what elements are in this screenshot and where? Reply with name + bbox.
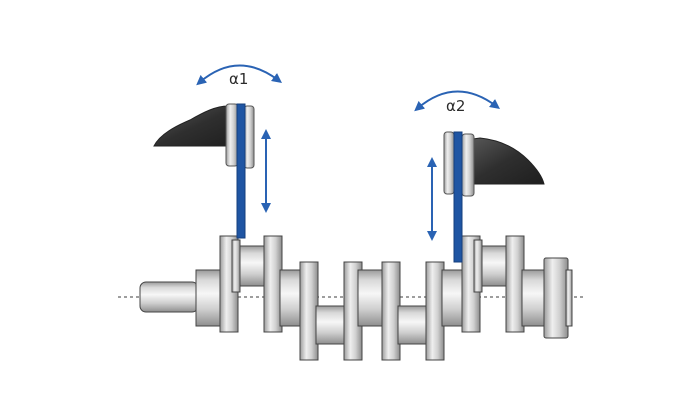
alpha2-label: α2 xyxy=(446,97,465,115)
left-belt xyxy=(236,103,246,239)
left-probe xyxy=(153,103,255,239)
pin-collar-1a xyxy=(231,239,241,293)
crank-web-5 xyxy=(381,261,401,361)
crank-web-6 xyxy=(425,261,445,361)
right-rotation-arrow xyxy=(414,90,501,112)
crankshaft xyxy=(139,235,573,361)
crank-web-2 xyxy=(263,235,283,333)
main-journal-3 xyxy=(357,269,385,327)
crank-web-8 xyxy=(505,235,525,333)
right-probe-hub xyxy=(443,131,455,195)
main-journal-5 xyxy=(521,269,547,327)
rear-flange-lip xyxy=(565,269,573,327)
left-probe-arm xyxy=(153,105,239,147)
crank-web-3 xyxy=(299,261,319,361)
front-stub xyxy=(139,281,199,313)
left-probe-hub xyxy=(225,103,239,167)
right-probe-arm xyxy=(465,137,545,185)
crank-pin-3 xyxy=(397,305,429,345)
alpha1-label: α1 xyxy=(229,70,248,88)
left-rotation-arrow xyxy=(196,64,283,86)
main-journal-1 xyxy=(195,269,225,327)
main-journal-2 xyxy=(279,269,303,327)
right-probe xyxy=(443,131,545,263)
crank-pin-2 xyxy=(315,305,347,345)
right-probe-disc xyxy=(461,133,475,197)
pin-collar-4a xyxy=(473,239,483,293)
right-belt xyxy=(453,131,463,263)
rear-flange xyxy=(543,257,569,339)
